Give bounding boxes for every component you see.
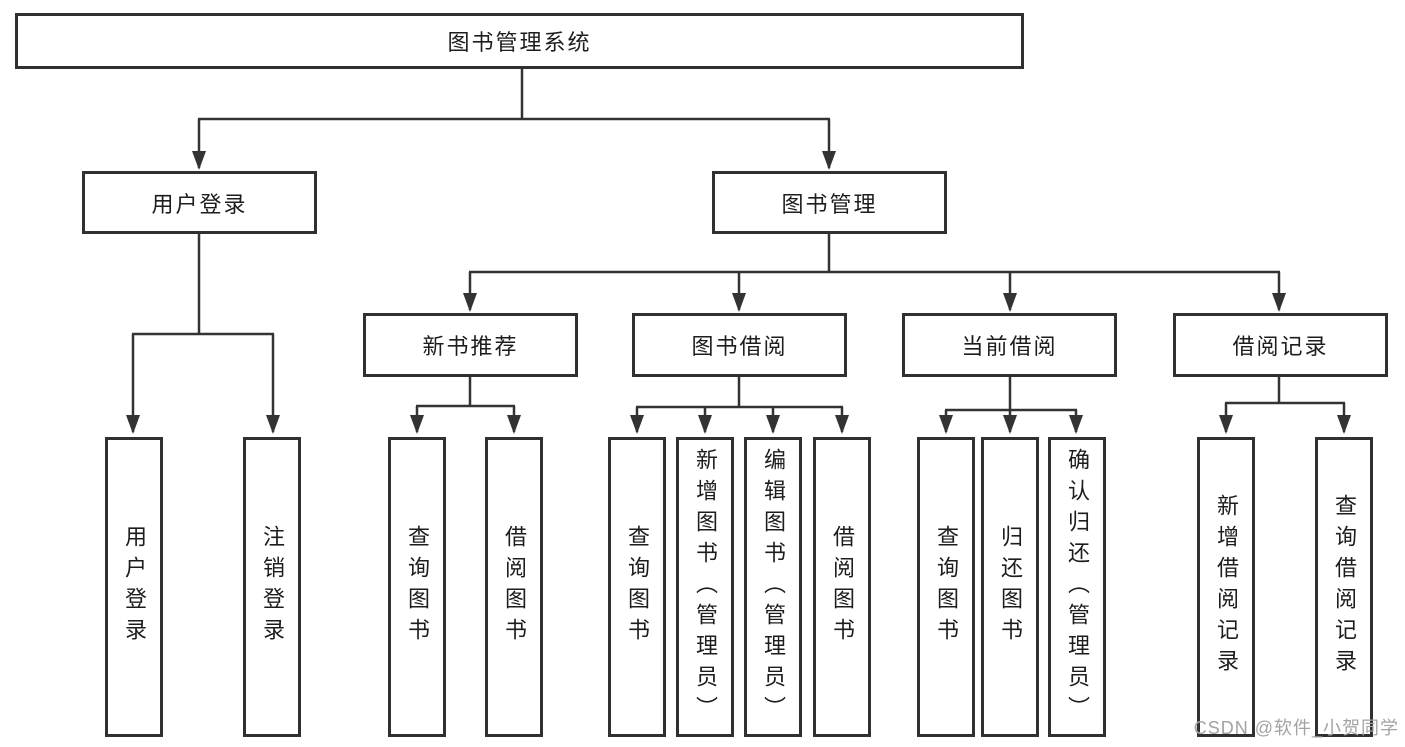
node-label: 编辑图书（管理员）	[761, 447, 786, 727]
node-label: 图书管理系统	[447, 30, 592, 55]
node-new-book-recommend: 新书推荐	[363, 313, 578, 377]
node-label: 图书管理	[781, 191, 878, 217]
leaf-query-book: 查询图书	[917, 437, 975, 737]
node-user-login: 用户登录	[82, 171, 317, 234]
node-label: 注销登录	[260, 525, 285, 649]
node-label: 归还图书	[998, 525, 1023, 649]
leaf-confirm-return-admin: 确认归还（管理员）	[1048, 437, 1106, 737]
leaf-query-borrow-record: 查询借阅记录	[1315, 437, 1373, 737]
leaf-add-book-admin: 新增图书（管理员）	[676, 437, 734, 737]
node-borrow-records: 借阅记录	[1173, 313, 1388, 377]
leaf-query-book: 查询图书	[388, 437, 446, 737]
node-label: 图书借阅	[691, 334, 788, 359]
node-label: 用户登录	[122, 525, 147, 649]
node-label: 新增借阅记录	[1214, 494, 1239, 680]
node-label: 确认归还（管理员）	[1065, 447, 1090, 727]
node-label: 查询借阅记录	[1332, 494, 1357, 680]
node-label: 当前借阅	[961, 334, 1058, 359]
node-label: 借阅图书	[830, 525, 855, 649]
node-label: 用户登录	[151, 191, 248, 217]
csdn-watermark: CSDN @软件_小贺同学	[1193, 718, 1399, 738]
node-label: 查询图书	[625, 525, 650, 649]
node-book-borrow: 图书借阅	[632, 313, 847, 377]
node-label: 新书推荐	[422, 334, 519, 359]
leaf-borrow-book: 借阅图书	[813, 437, 871, 737]
leaf-user-login: 用户登录	[105, 437, 163, 737]
node-label: 查询图书	[405, 525, 430, 649]
leaf-edit-book-admin: 编辑图书（管理员）	[744, 437, 802, 737]
node-book-management: 图书管理	[712, 171, 947, 234]
leaf-return-book: 归还图书	[981, 437, 1039, 737]
node-root: 图书管理系统	[15, 13, 1024, 69]
leaf-query-book: 查询图书	[608, 437, 666, 737]
node-label: 查询图书	[934, 525, 959, 649]
node-current-borrow: 当前借阅	[902, 313, 1117, 377]
node-label: 借阅图书	[502, 525, 527, 649]
leaf-add-borrow-record: 新增借阅记录	[1197, 437, 1255, 737]
node-label: 新增图书（管理员）	[693, 447, 718, 727]
leaf-logout: 注销登录	[243, 437, 301, 737]
node-label: 借阅记录	[1232, 334, 1329, 359]
leaf-borrow-book: 借阅图书	[485, 437, 543, 737]
